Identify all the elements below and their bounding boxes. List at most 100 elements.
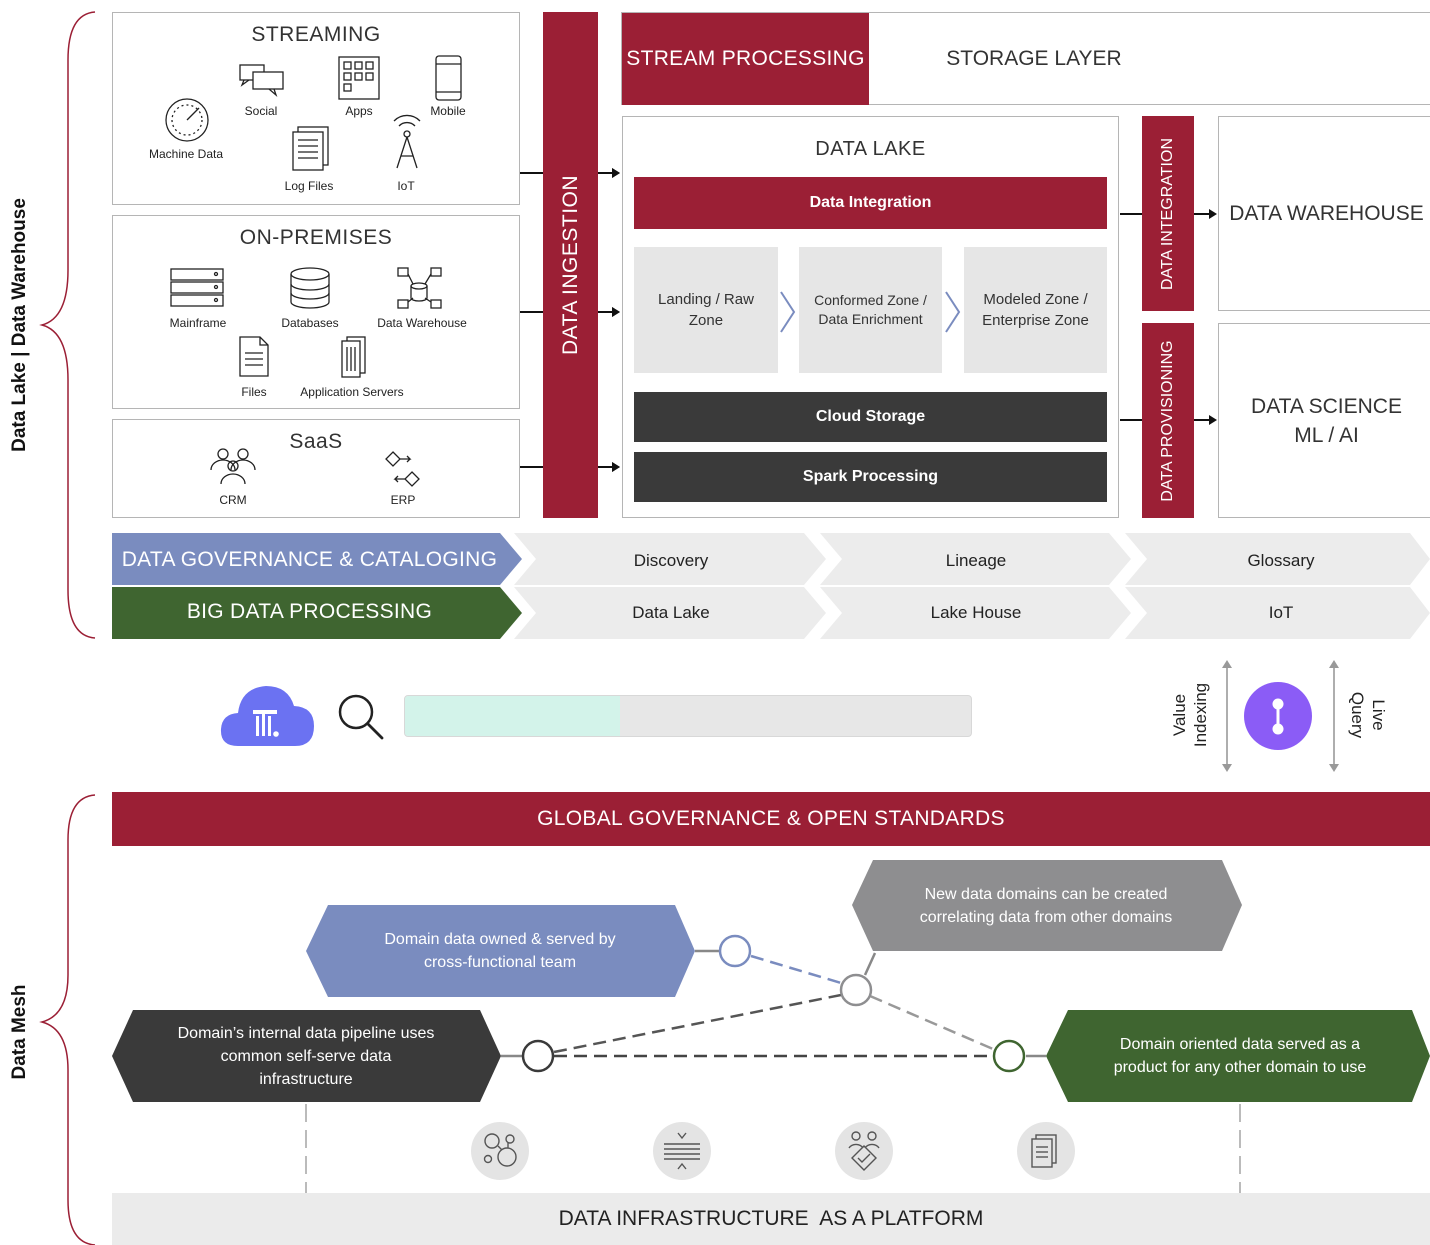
data-integration-side-label: DATA INTEGRATION xyxy=(1159,137,1176,290)
side-label-data-lake: Data Lake | Data Warehouse xyxy=(9,198,30,452)
search-progress-bar[interactable] xyxy=(404,695,972,737)
hex-domain-owned xyxy=(306,905,695,997)
platform-icon-documents xyxy=(1017,1122,1075,1180)
chevron-discovery xyxy=(514,533,826,585)
bottom-brace xyxy=(39,794,96,1245)
big-data-arrow xyxy=(112,587,522,639)
ml-ai-label: ML / AI xyxy=(1294,424,1359,447)
platform-icon-network xyxy=(471,1122,529,1180)
lineage-label: Lineage xyxy=(945,551,1007,570)
data-science-box: DATA SCIENCE ML / AI xyxy=(1218,323,1430,518)
spark-processing-bar: Spark Processing xyxy=(634,452,1107,502)
social-icon xyxy=(239,64,284,98)
on-premises-title: ON-PREMISES xyxy=(239,226,393,249)
saas-icons xyxy=(210,448,420,487)
connect-toggle-icon[interactable] xyxy=(1244,682,1312,750)
live-query-label: Live Query xyxy=(1348,691,1388,739)
iot-antenna-icon xyxy=(393,114,421,169)
mesh-network xyxy=(112,860,1430,1193)
side-label-data-mesh: Data Mesh xyxy=(9,984,30,1080)
label-social: Social xyxy=(244,104,278,118)
governance-arrow xyxy=(112,533,522,585)
zone-chevrons xyxy=(780,291,961,333)
spark-processing-label: Spark Processing xyxy=(802,468,939,485)
data-warehouse-icon xyxy=(397,267,442,309)
side-braces xyxy=(39,11,96,1245)
hex-internal-pipeline xyxy=(112,1010,501,1102)
storage-layer-header: STREAM PROCESSING STORAGE LAYER xyxy=(621,12,1430,105)
iot-chip-label: IoT xyxy=(1268,603,1294,622)
infrastructure-platform-label: DATA INFRASTRUCTURE AS A PLATFORM xyxy=(558,1207,984,1230)
streaming-title: STREAMING xyxy=(251,23,381,46)
storage-layer-label: STORAGE LAYER xyxy=(946,47,1122,70)
data-provisioning-label: DATA PROVISIONING xyxy=(1159,339,1176,502)
glossary-label: Glossary xyxy=(1247,551,1315,570)
domain-oriented-text: Domain oriented data served as a product… xyxy=(1113,1036,1367,1076)
global-governance-bar: GLOBAL GOVERNANCE & OPEN STANDARDS xyxy=(112,792,1430,846)
zone-chevron-2 xyxy=(945,291,961,333)
crm-icon xyxy=(210,448,256,485)
streaming-icons xyxy=(165,55,462,171)
data-lake-title: DATA LAKE xyxy=(815,138,926,160)
saas-box: SaaS CRM ERP xyxy=(112,419,520,518)
lake-house-label: Lake House xyxy=(930,603,1022,622)
label-erp: ERP xyxy=(390,493,416,507)
data-lake-chip-label: Data Lake xyxy=(632,603,710,622)
data-integration-label: Data Integration xyxy=(809,194,932,211)
data-ingestion-label: DATA INGESTION xyxy=(558,174,582,356)
label-data-warehouse: Data Warehouse xyxy=(377,316,467,330)
data-integration-bar: Data Integration xyxy=(634,177,1107,229)
chevron-lake-house xyxy=(820,587,1131,639)
chevron-data-lake xyxy=(514,587,826,639)
cloud-storage-bar: Cloud Storage xyxy=(634,392,1107,442)
stream-processing-block: STREAM PROCESSING xyxy=(622,13,869,105)
label-machine-data: Machine Data xyxy=(148,147,224,161)
data-warehouse-box: DATA WAREHOUSE xyxy=(1218,116,1430,311)
label-log-files: Log Files xyxy=(284,179,334,193)
log-files-icon xyxy=(292,126,329,171)
discovery-label: Discovery xyxy=(633,551,709,570)
streaming-box: STREAMING xyxy=(112,12,520,205)
chevron-glossary xyxy=(1125,533,1430,585)
platform-icon-pipeline xyxy=(653,1122,711,1180)
data-provisioning-bar: DATA PROVISIONING xyxy=(1142,323,1194,518)
saas-title: SaaS xyxy=(289,430,343,453)
governance-label: DATA GOVERNANCE & CATALOGING xyxy=(121,548,498,571)
value-indexing-label: Value Indexing xyxy=(1170,682,1210,748)
label-mobile: Mobile xyxy=(430,104,466,118)
data-warehouse-label: DATA WAREHOUSE xyxy=(1229,202,1424,225)
internal-pipeline-text: Domain’s internal data pipeline uses com… xyxy=(177,1024,435,1088)
node-internal-pipeline xyxy=(521,1039,555,1073)
zone-conformed: Conformed Zone / Data Enrichment xyxy=(799,247,942,373)
label-application-servers: Application Servers xyxy=(300,385,404,399)
label-mainframe: Mainframe xyxy=(169,316,227,330)
hex-new-domains xyxy=(852,860,1242,951)
label-files: Files xyxy=(241,385,267,399)
node-new-domains xyxy=(839,973,873,1007)
platform-icon-team xyxy=(835,1122,893,1180)
zone-landing-raw: Landing / Raw Zone xyxy=(634,247,778,373)
on-premises-box: ON-PREMISES M xyxy=(112,215,520,409)
search-icon[interactable] xyxy=(334,690,386,742)
domain-owned-text: Domain data owned & served by cross-func… xyxy=(384,931,616,971)
erp-icon xyxy=(385,451,420,487)
label-databases: Databases xyxy=(281,316,339,330)
search-progress-fill xyxy=(405,696,621,736)
data-science-label: DATA SCIENCE xyxy=(1251,395,1402,418)
big-data-label: BIG DATA PROCESSING xyxy=(186,600,433,623)
files-icon xyxy=(239,336,269,377)
hex-domain-oriented xyxy=(1046,1010,1430,1102)
zone-modeled: Modeled Zone / Enterprise Zone xyxy=(964,247,1107,373)
databases-icon xyxy=(290,267,330,309)
top-brace xyxy=(39,11,96,639)
cloud-logo-icon[interactable] xyxy=(218,682,318,748)
apps-icon xyxy=(338,56,380,100)
label-iot: IoT xyxy=(397,179,415,193)
node-domain-oriented xyxy=(992,1039,1026,1073)
chevron-lineage xyxy=(820,533,1131,585)
global-governance-label: GLOBAL GOVERNANCE & OPEN STANDARDS xyxy=(537,807,1005,830)
new-domains-text: New data domains can be created correlat… xyxy=(919,886,1173,926)
data-integration-side-bar: DATA INTEGRATION xyxy=(1142,116,1194,311)
on-premises-icons xyxy=(170,267,442,378)
chevron-iot xyxy=(1125,587,1430,639)
